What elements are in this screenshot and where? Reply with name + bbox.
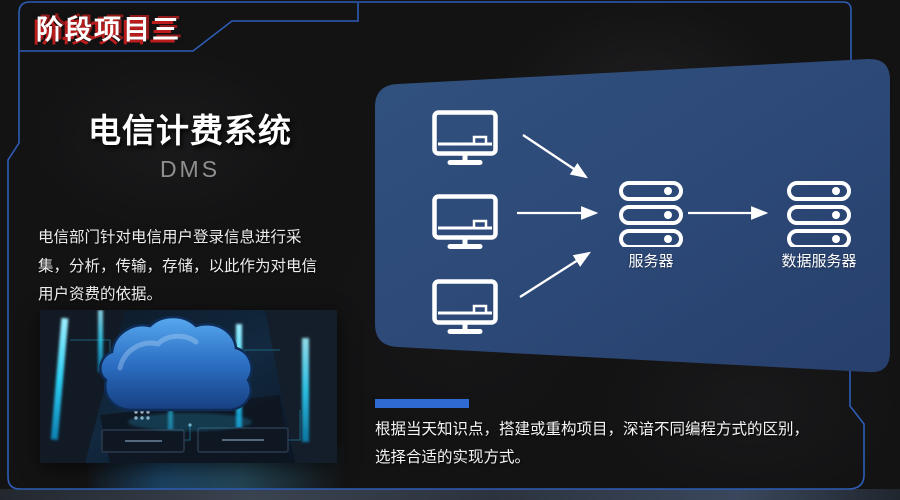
diagram-panel bbox=[375, 58, 890, 373]
page-subtitle: DMS bbox=[159, 156, 221, 182]
cloud-computing-photo bbox=[40, 310, 337, 463]
page-title: 电信计费系统 bbox=[88, 112, 292, 149]
footer-paragraph: 根据当天知识点，搭建或重构项目，深谙不同编程方式的区别， 选择合适的实现方式。 bbox=[375, 416, 890, 472]
banner-outline bbox=[19, 3, 359, 52]
accent-bar bbox=[375, 399, 469, 408]
background-bottom-strip bbox=[0, 489, 900, 500]
footer-line-2: 选择合适的实现方式。 bbox=[375, 448, 531, 466]
cloud-shape bbox=[99, 315, 253, 412]
data-server-label: 数据服务器 bbox=[781, 253, 857, 270]
description-paragraph: 电信部门针对电信用户登录信息进行采集，分析，传输，存储，以此作为对电信用户资费的… bbox=[38, 229, 318, 304]
arrow-client1-to-server bbox=[522, 134, 588, 179]
slide-border-decoration bbox=[7, 1, 865, 490]
arrow-client3-to-server bbox=[519, 251, 591, 298]
banner-title: 阶段项目三 bbox=[36, 15, 181, 45]
hero-block: 电信计费系统 DMS bbox=[45, 104, 335, 183]
footer-line-1: 根据当天知识点，搭建或重构项目，深谙不同编程方式的区别， bbox=[375, 421, 810, 438]
server-label: 服务器 bbox=[628, 253, 674, 270]
flow-arrows bbox=[517, 134, 769, 298]
